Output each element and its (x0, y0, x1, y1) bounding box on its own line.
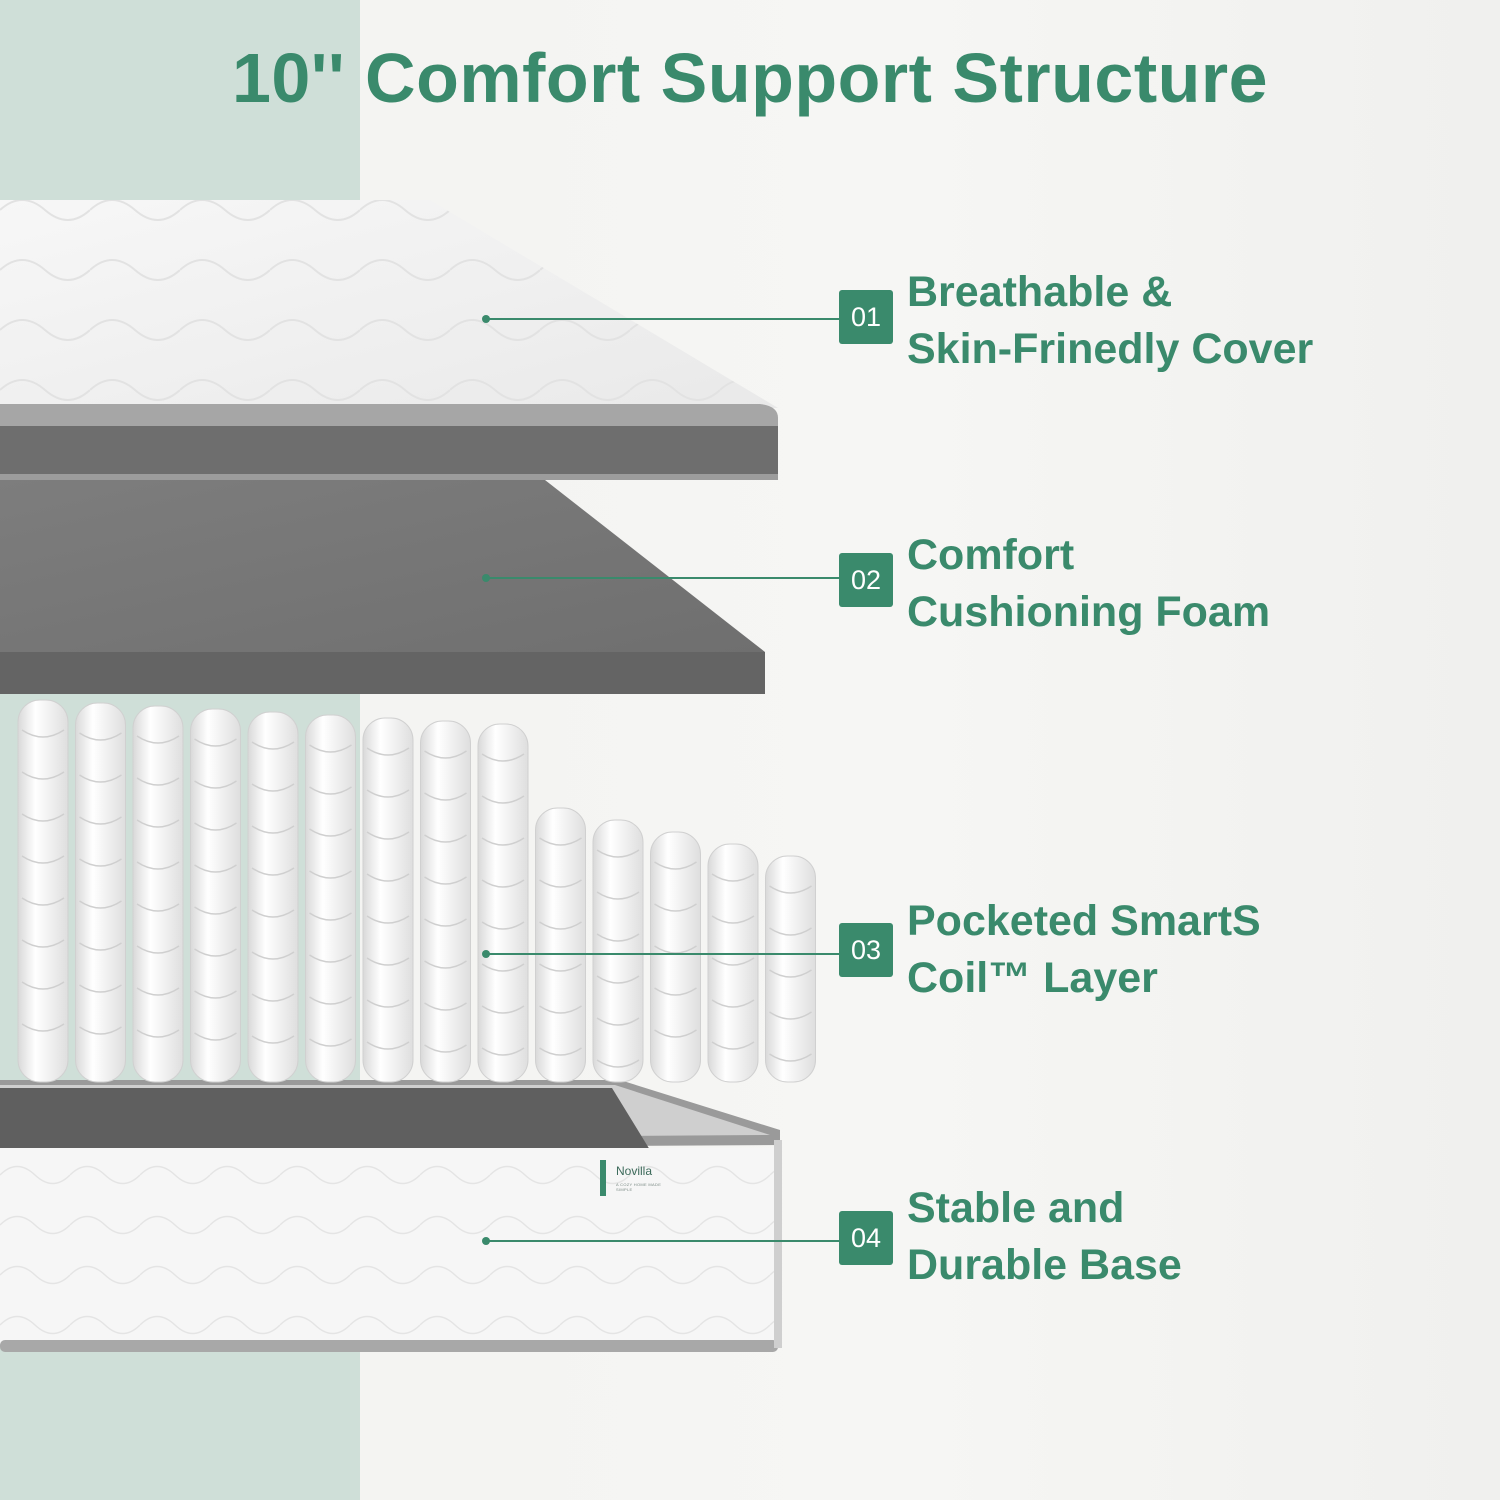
coil-column (477, 723, 529, 1083)
coil-column (765, 855, 816, 1083)
coil-column (247, 711, 299, 1083)
brand-slogan: A COZY HOME MADE SIMPLE (616, 1182, 662, 1192)
coil-column (535, 807, 586, 1083)
coil-column (75, 702, 126, 1083)
coil-column (592, 819, 644, 1083)
coil-column (707, 843, 759, 1083)
brand-name: Novilla (616, 1164, 653, 1178)
coil-column (190, 708, 241, 1083)
coil-column (362, 717, 414, 1083)
coil-column (420, 720, 471, 1083)
base-layer (0, 1080, 782, 1352)
coil-column (650, 831, 701, 1083)
cover-layer (0, 200, 778, 480)
coil-column (132, 705, 184, 1083)
coil-layer (17, 699, 816, 1083)
brand-label-stripe (600, 1160, 606, 1196)
coil-column (305, 714, 356, 1083)
coil-column (17, 699, 69, 1083)
page-title: 10'' Comfort Support Structure (231, 39, 1269, 117)
foam-layer (0, 480, 765, 694)
